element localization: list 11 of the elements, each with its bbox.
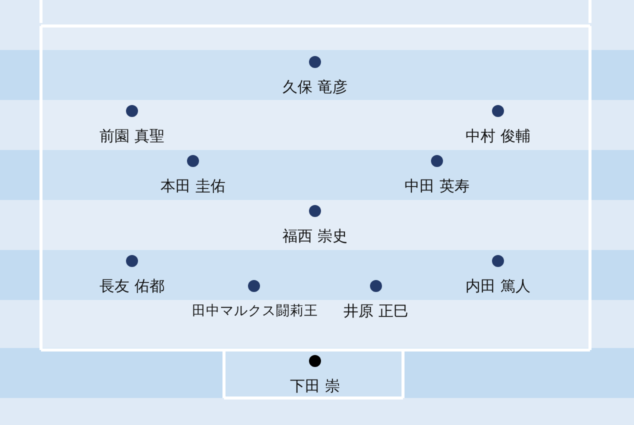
player-name: 田中マルクス闘莉王 (192, 302, 318, 320)
player-name: 久保 竜彦 (282, 78, 348, 96)
player-name: 井原 正巳 (344, 302, 408, 320)
player-name: 中村 俊輔 (466, 127, 530, 145)
player-name: 長友 佑都 (100, 277, 164, 295)
player-name: 福西 崇史 (282, 227, 348, 245)
player-name: 前園 真聖 (100, 127, 164, 145)
player-name: 本田 圭佑 (160, 177, 226, 195)
player-name: 中田 英寿 (404, 177, 470, 195)
player-name: 内田 篤人 (466, 277, 530, 295)
player-name: 下田 崇 (290, 377, 340, 395)
